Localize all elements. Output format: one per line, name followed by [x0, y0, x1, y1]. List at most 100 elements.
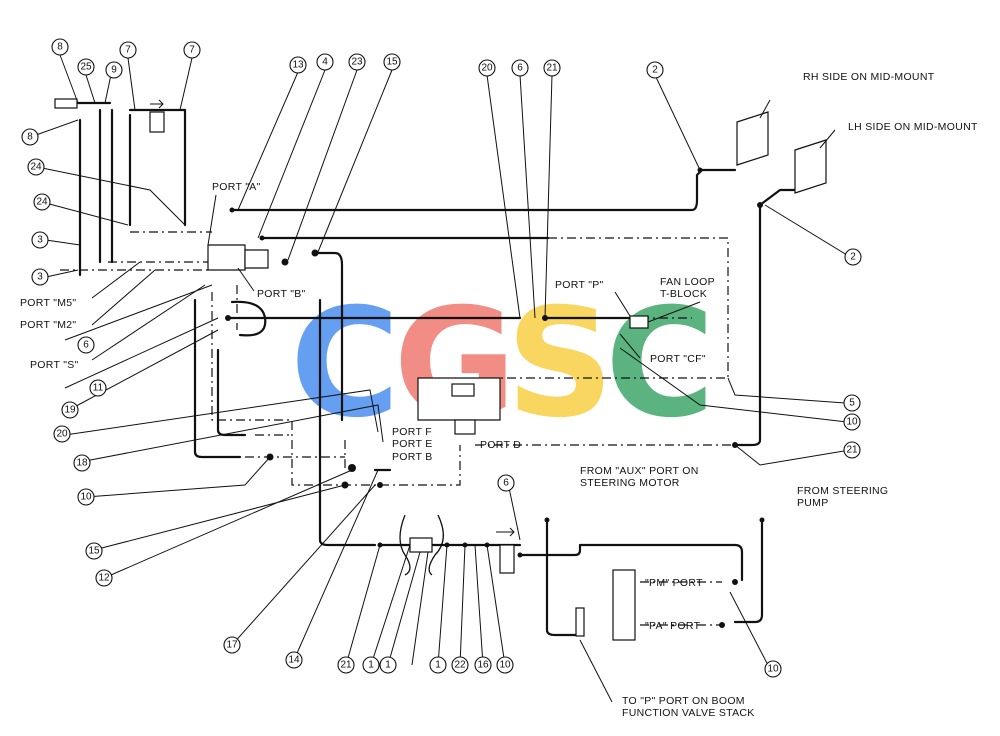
filter-body [149, 111, 165, 133]
callout-c25: 25 [77, 58, 95, 76]
bottom-filter [499, 544, 515, 574]
callout-number: 19 [64, 405, 76, 416]
watermark-letter-c1: C [290, 277, 400, 451]
callout-number: 17 [226, 640, 238, 651]
label-from-pump-1: FROM STEERING [797, 485, 888, 497]
callout-c1a: 1 [362, 656, 380, 674]
bottom-manifold [409, 537, 433, 553]
callout-c3b: 3 [31, 268, 49, 286]
hose-lines [73, 101, 797, 637]
callout-c3a: 3 [31, 231, 49, 249]
watermark-letter-s: S [506, 277, 614, 451]
callout-number: 1 [385, 660, 391, 671]
hose-19 [216, 348, 247, 437]
valve-cap [451, 383, 475, 397]
label-lh-side: LH SIDE ON MID-MOUNT [848, 121, 978, 133]
hose-10a [193, 298, 242, 459]
callout-c11: 11 [89, 379, 107, 397]
callout-number: 24 [30, 162, 42, 173]
callout-c24b: 24 [33, 193, 51, 211]
wire-2 [428, 514, 444, 576]
callout-c21a: 21 [543, 59, 561, 77]
callout-c14: 14 [285, 651, 303, 669]
callout-number: 1 [368, 660, 374, 671]
hose-11 [230, 300, 267, 337]
callout-number: 14 [288, 655, 300, 666]
fittings [225, 167, 765, 628]
watermark: C G S C [290, 277, 715, 451]
callout-c23: 23 [348, 53, 366, 71]
components [54, 98, 827, 641]
label-rh-side: RH SIDE ON MID-MOUNT [803, 71, 935, 83]
callout-c1c: 1 [429, 656, 447, 674]
callout-number: 21 [340, 660, 352, 671]
callout-number: 1 [435, 660, 441, 671]
callout-number: 23 [351, 57, 363, 68]
callout-c15b: 15 [85, 542, 103, 560]
hose-lh-top [758, 188, 797, 207]
callout-c10a: 10 [77, 488, 95, 506]
callout-c6c: 6 [497, 474, 515, 492]
label-port-cf: PORT "CF" [650, 353, 706, 365]
callout-number: 6 [83, 340, 89, 351]
callout-number: 11 [93, 383, 104, 394]
callout-c21b: 21 [337, 656, 355, 674]
label-from-aux-1: FROM "AUX" PORT ON [580, 465, 699, 477]
callout-number: 3 [37, 272, 43, 283]
callout-c10d: 10 [764, 660, 782, 678]
label-t-block: T-BLOCK [660, 288, 707, 300]
callout-number: 13 [292, 60, 304, 71]
label-to-p-2: FUNCTION VALVE STACK [622, 707, 755, 719]
callout-c19: 19 [61, 401, 79, 419]
callout-c20b: 20 [53, 425, 71, 443]
callout-number: 10 [80, 492, 92, 503]
label-port-a: PORT "A" [212, 181, 261, 193]
callout-c21c: 21 [843, 441, 861, 459]
callout-number: 3 [37, 235, 43, 246]
pm-pa-valve [612, 569, 636, 641]
callout-number: 21 [546, 63, 558, 74]
label-port-f: PORT F [392, 426, 432, 438]
callout-c7a: 7 [119, 41, 137, 59]
label-pa-port: "PA" PORT [645, 620, 701, 632]
callout-number: 24 [36, 197, 48, 208]
hose-steer-1 [545, 518, 577, 637]
callout-c24a: 24 [27, 158, 45, 176]
valve-port [454, 419, 476, 435]
pump-block-2 [244, 249, 269, 269]
label-port-b2: PORT B [392, 451, 433, 463]
callout-c9: 9 [105, 61, 123, 79]
label-port-e: PORT E [392, 438, 433, 450]
labels: RH SIDE ON MID-MOUNT LH SIDE ON MID-MOUN… [20, 71, 978, 719]
callout-c15a: 15 [383, 53, 401, 71]
label-port-b: PORT "B" [257, 288, 306, 300]
label-port-m2: PORT "M2" [20, 319, 76, 331]
callout-number: 22 [454, 660, 466, 671]
rh-cooler [736, 111, 769, 166]
callout-c10b: 10 [496, 656, 514, 674]
pump-block [207, 244, 246, 271]
fitting-top-left [54, 98, 78, 109]
label-to-p-1: TO "P" PORT ON BOOM [622, 695, 745, 707]
label-from-pump-2: PUMP [797, 497, 829, 509]
lh-cooler [794, 139, 827, 194]
callout-number: 16 [477, 660, 489, 671]
callout-c7b: 7 [183, 41, 201, 59]
callout-number: 6 [503, 478, 509, 489]
label-pm-port: "PM" PORT [645, 577, 703, 589]
hose-pump [733, 518, 764, 624]
callout-c1b: 1 [379, 656, 397, 674]
callout-number: 10 [767, 664, 779, 675]
callout-number: 15 [88, 546, 100, 557]
callout-c4: 4 [316, 53, 334, 71]
label-from-aux-2: STEERING MOTOR [580, 477, 680, 489]
callout-number: 8 [27, 132, 33, 143]
centerlines [60, 231, 735, 626]
hose-steer-2 [518, 543, 744, 582]
callout-number: 18 [76, 458, 88, 469]
hose-15 [313, 251, 344, 422]
callout-c6a: 6 [511, 59, 529, 77]
callout-c6b: 6 [77, 336, 95, 354]
